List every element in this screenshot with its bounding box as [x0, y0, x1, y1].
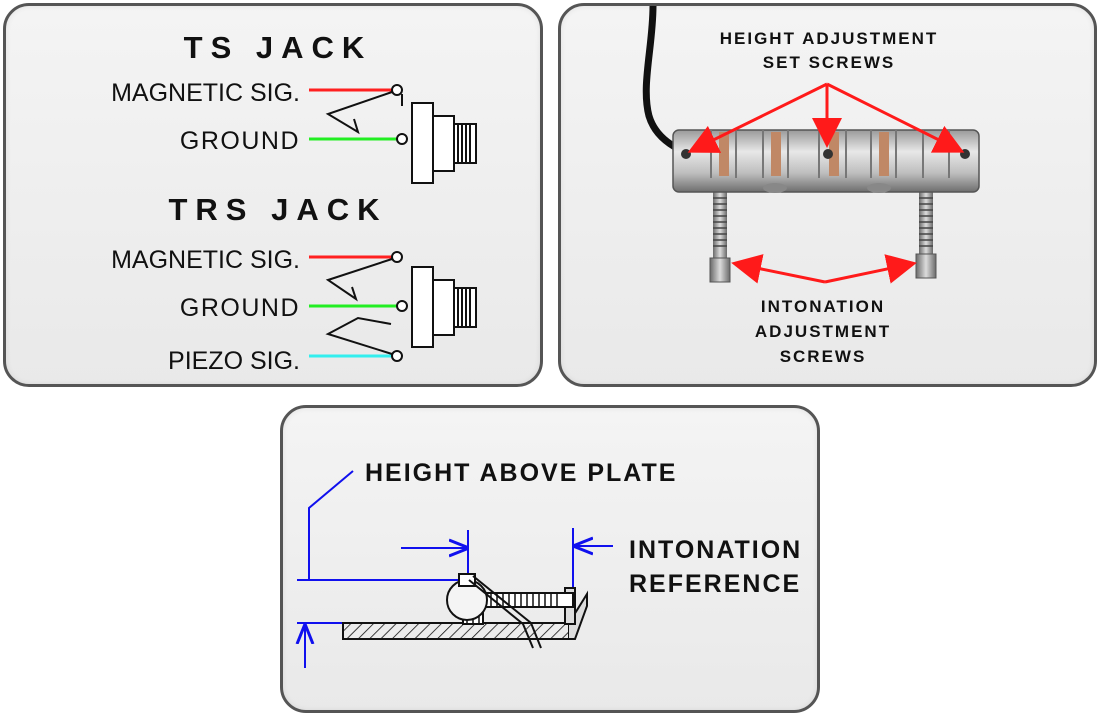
intonation-screws-label-line1: INTONATION	[761, 297, 885, 316]
height-screws-label-line1: HEIGHT ADJUSTMENT	[720, 29, 939, 48]
trs-jack-title: TRS JACK	[168, 192, 387, 227]
intonation-screw-right	[915, 192, 937, 279]
height-screws-arrows	[687, 82, 965, 153]
saddle-body	[672, 129, 980, 193]
intonation-reference-label-line2: REFERENCE	[629, 570, 801, 598]
height-above-plate-label: HEIGHT ABOVE PLATE	[365, 459, 677, 487]
saddle-profile-diagram: HEIGHT ABOVE PLATE INTONATION REFERENCE	[283, 459, 802, 668]
ts-jack-icon	[325, 84, 477, 184]
saddle-adjustment-panel: HEIGHT ADJUSTMENT SET SCREWS INTONATION …	[558, 3, 1097, 387]
ts-magnetic-label: MAGNETIC SIG.	[111, 79, 300, 107]
saddle-profile-panel: HEIGHT ABOVE PLATE INTONATION REFERENCE	[280, 405, 820, 713]
trs-jack-icon	[325, 251, 477, 362]
trs-magnetic-label: MAGNETIC SIG.	[111, 246, 300, 274]
trs-piezo-label: PIEZO SIG.	[168, 347, 300, 375]
profile-saddle-barrel	[446, 573, 488, 625]
saddle-diagram: HEIGHT ADJUSTMENT SET SCREWS INTONATION …	[642, 6, 980, 366]
intonation-screw-left	[709, 192, 731, 283]
trs-ground-label: GROUND	[180, 294, 300, 322]
height-screws-label-line2: SET SCREWS	[763, 53, 895, 72]
profile-string	[468, 575, 542, 649]
ts-jack-title: TS JACK	[184, 30, 373, 65]
intonation-reference-label-line1: INTONATION	[629, 536, 802, 564]
dimension-lines	[297, 470, 613, 668]
intonation-screws-label-line2: ADJUSTMENT	[755, 322, 891, 341]
jack-wiring-panel: TS JACK MAGNETIC SIG. GROUND TRS JACK MA…	[3, 3, 543, 387]
intonation-screws-arrows	[731, 254, 917, 284]
intonation-screws-label-line3: SCREWS	[780, 347, 867, 366]
jack-wiring-diagram: TS JACK MAGNETIC SIG. GROUND TRS JACK MA…	[111, 30, 477, 375]
pickup-cable	[642, 6, 687, 156]
ts-ground-label: GROUND	[180, 127, 300, 155]
